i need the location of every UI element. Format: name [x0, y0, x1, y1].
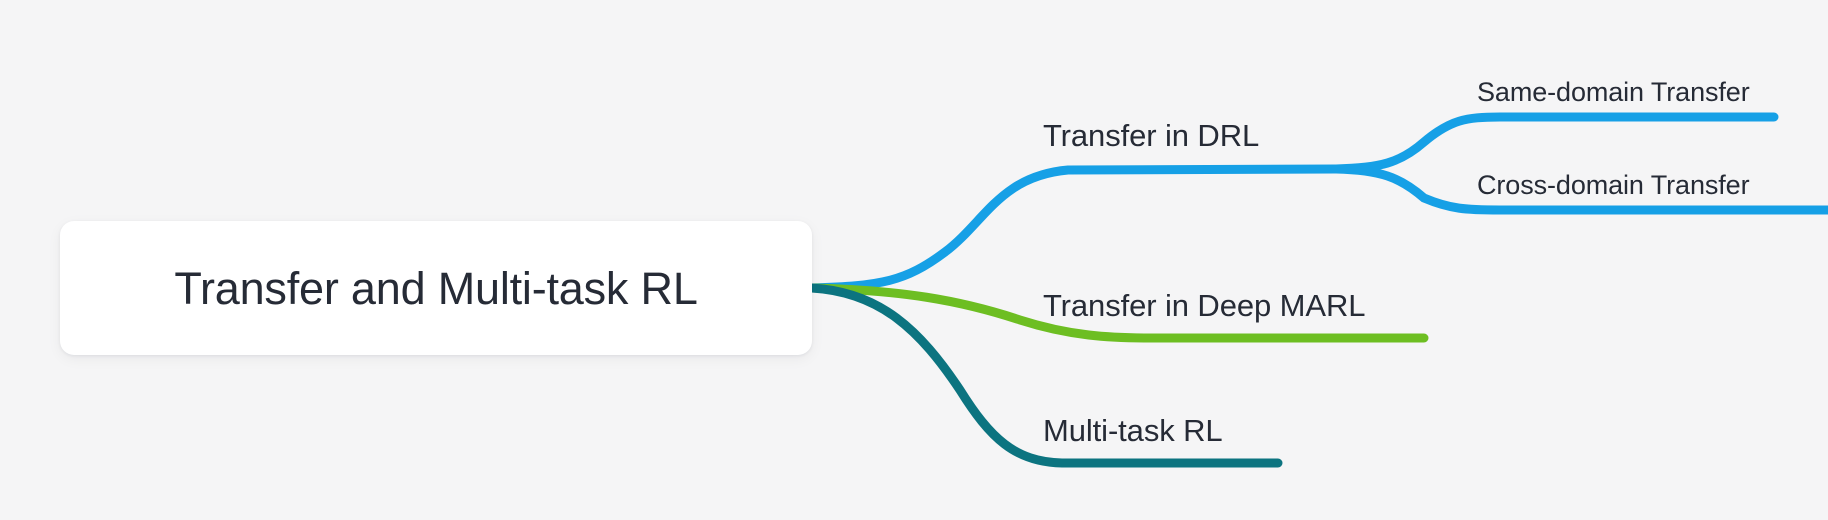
branch-line-same-domain-transfer	[1331, 112, 1779, 174]
root-node-label: Transfer and Multi-task RL	[174, 262, 698, 314]
branch-line-transfer-in-drl	[807, 164, 1341, 293]
branch-label-cross-domain-transfer[interactable]: Cross-domain Transfer	[1477, 170, 1750, 200]
branch-label-multi-task-rl[interactable]: Multi-task RL	[1043, 413, 1223, 448]
root-node[interactable]: Transfer and Multi-task RL	[60, 221, 812, 355]
branch-label-transfer-in-deep-marl[interactable]: Transfer in Deep MARL	[1043, 288, 1366, 323]
branch-label-transfer-in-drl[interactable]: Transfer in DRL	[1043, 118, 1260, 153]
branch-label-same-domain-transfer[interactable]: Same-domain Transfer	[1477, 77, 1750, 107]
